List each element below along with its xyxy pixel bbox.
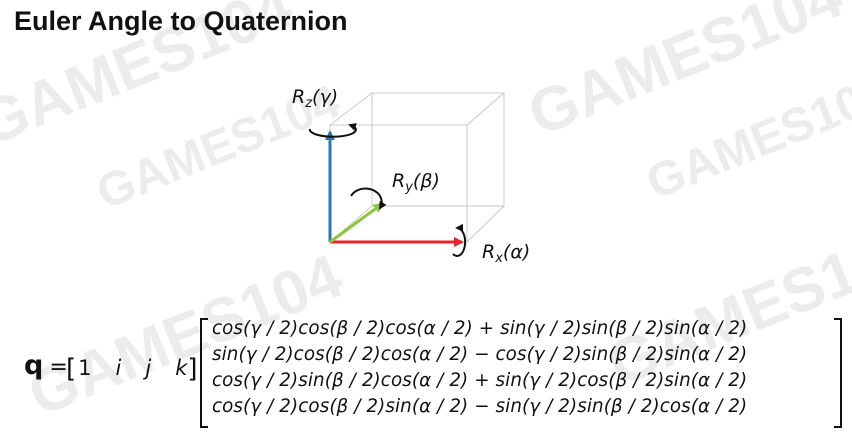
column-matrix: cos(γ / 2)cos(β / 2)cos(α / 2) + sin(γ /… <box>198 318 846 428</box>
matrix-row: cos(γ / 2)cos(β / 2)sin(α / 2) − sin(γ /… <box>212 396 748 417</box>
row-vector-element: 1 <box>78 356 92 380</box>
y-axis-arrow <box>329 202 384 244</box>
watermark: GAMES104 <box>639 64 852 211</box>
ry-label: Ry(β) <box>392 170 440 195</box>
row-vector-element: k <box>175 356 188 380</box>
formula-lhs: q= <box>24 350 68 381</box>
matrix-row: cos(γ / 2)sin(β / 2)cos(α / 2) + sin(γ /… <box>212 370 748 391</box>
rz-label: Rz(γ) <box>292 86 338 111</box>
rx-label: Rx(α) <box>482 241 530 266</box>
slide-title: Euler Angle to Quaternion <box>14 6 348 36</box>
rotation-diagram: Rz(γ) Ry(β) Rx(α) <box>292 86 530 266</box>
watermark: GAMES104 <box>519 0 852 150</box>
row-vector-element: i <box>115 356 122 380</box>
matrix-left-bracket <box>200 318 208 428</box>
x-rotation-arrow-icon <box>452 223 467 257</box>
y-rotation-arrow-icon <box>350 187 387 210</box>
wireframe-cube <box>329 92 505 243</box>
z-rotation-arrow-icon <box>308 123 357 138</box>
row-vector-element: j <box>145 356 152 380</box>
matrix-row: sin(γ / 2)cos(β / 2)cos(α / 2) − cos(γ /… <box>212 344 748 365</box>
matrix-right-bracket <box>834 318 842 428</box>
euler-rotation-figure: Rz(γ) Ry(β) Rx(α) <box>250 80 568 276</box>
matrix-row: cos(γ / 2)cos(β / 2)cos(α / 2) + sin(γ /… <box>212 318 748 339</box>
